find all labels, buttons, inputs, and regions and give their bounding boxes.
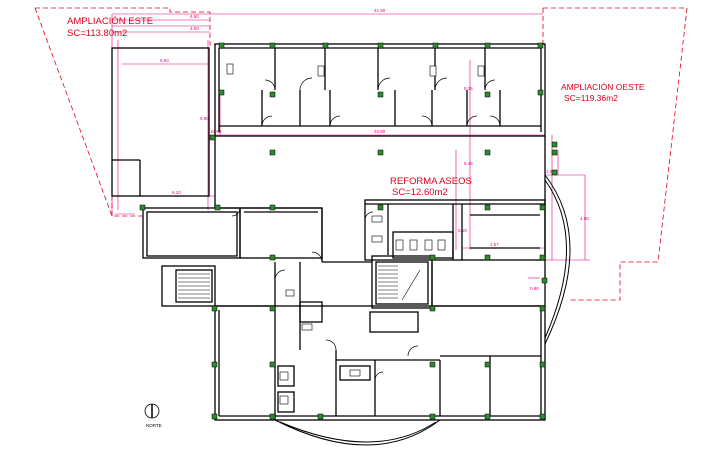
dim-top-total: 41.90	[374, 8, 386, 13]
dimension-lines	[111, 13, 590, 279]
north-arrow: NORTE	[144, 403, 162, 428]
walls	[111, 43, 546, 421]
curved-facades	[274, 174, 571, 446]
dim-small-a: 1.65	[546, 169, 555, 174]
ampliacion-este-outline	[34, 7, 215, 217]
north-label: NORTE	[146, 423, 162, 428]
dim-left-d: 9.90	[200, 116, 209, 121]
dim-reforma-a: 1.57	[490, 242, 499, 247]
ampliacion-oeste-outline	[542, 7, 688, 301]
dim-left-b: 4.50	[190, 26, 199, 31]
columns	[139, 42, 558, 420]
north-wing-outer	[214, 43, 546, 137]
dim-left-a: 4.50	[190, 14, 199, 19]
dim-right-vert-a: 9.15	[464, 86, 473, 91]
dim-right-vert-b: 8.15	[464, 161, 473, 166]
south-wing-outer	[214, 305, 546, 421]
dim-mid-vert: 10.98	[210, 129, 222, 134]
reforma-aseos-area: SC=12.60m2	[392, 187, 448, 198]
ampliacion-oeste-area: SC=119.36m2	[564, 93, 618, 103]
stair-treads	[178, 265, 421, 301]
dim-small-b: 0.80	[530, 286, 539, 291]
ampliacion-este-area: SC=113.80m2	[67, 28, 127, 39]
ampliacion-oeste-title: AMPLIACIÓN OESTE	[561, 82, 645, 92]
dim-corridor-width: 33.80	[374, 129, 386, 134]
dim-right-vert-c: 4.85	[580, 216, 589, 221]
east-extension-room	[111, 47, 210, 197]
reforma-aseos-title: REFORMA ASEOS	[390, 176, 472, 187]
dim-left-e: 6.10	[172, 190, 181, 195]
ampliacion-este-title: AMPLIACIÓN ESTE	[67, 16, 153, 27]
sanitary-fixtures	[226, 63, 485, 405]
door-swings	[231, 77, 501, 381]
dim-left-c: 6.93	[160, 58, 169, 63]
